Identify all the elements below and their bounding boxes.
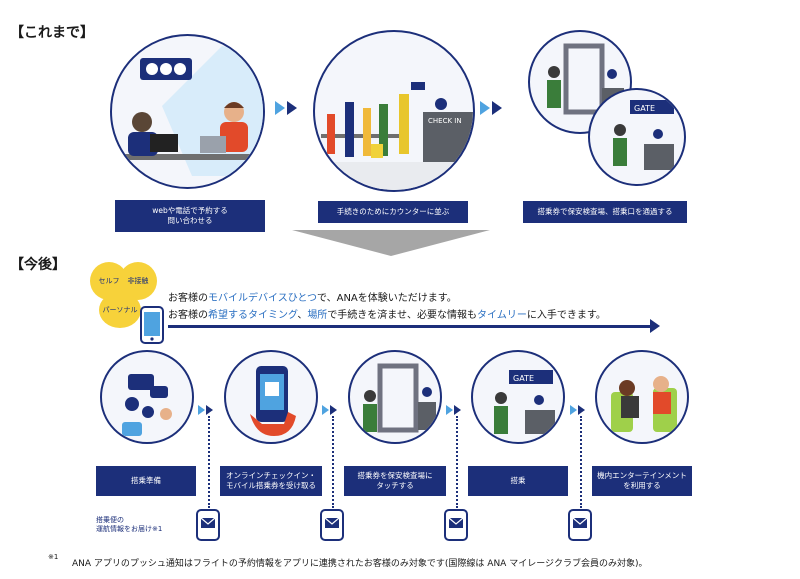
after-step-5-scene <box>595 350 689 444</box>
push-notification-phone <box>193 508 223 546</box>
message-arrow-line <box>168 325 653 328</box>
push-notification-phone <box>441 508 471 546</box>
after-step-2-scene <box>224 350 318 444</box>
security-touch-icon <box>363 363 436 433</box>
before-section-title: 【これまで】 <box>10 25 94 41</box>
after-step-1-scene <box>100 350 194 444</box>
message-text: で手続きを済ませ、必要な情報も <box>327 310 478 321</box>
flow-arrow <box>322 405 329 415</box>
message-text: 、 <box>297 310 308 321</box>
call-center-icon <box>122 46 263 176</box>
message-highlight: タイムリー <box>477 310 527 321</box>
after-step-4-scene: GATE <box>471 350 565 444</box>
gate-icon: GATE <box>613 100 674 170</box>
svg-text:GATE: GATE <box>634 104 655 113</box>
flow-arrow <box>287 101 297 115</box>
message-line-1: お客様のモバイルデバイスひとつで、ANAを体験いただけます。 <box>168 289 457 304</box>
message-highlight: モバイルデバイスひとつ <box>208 293 317 304</box>
flow-arrow <box>454 405 461 415</box>
mobile-prep-icon <box>122 374 172 436</box>
after-step-5-label: 機内エンターテインメント を利用する <box>592 466 692 496</box>
mail-phone-icon <box>320 509 344 541</box>
after-step-3-scene <box>348 350 442 444</box>
footnote-mark: ※1 <box>48 553 59 561</box>
mail-phone-icon <box>444 509 468 541</box>
message-arrow-head <box>650 319 660 333</box>
message-highlight: 希望するタイミング <box>208 310 298 321</box>
message-text: で、ANAを体験いただけます。 <box>317 293 457 304</box>
mobile-checkin-icon <box>250 366 296 436</box>
transition-arrow-down <box>292 230 490 256</box>
mail-phone-icon <box>196 509 220 541</box>
flow-arrow <box>446 405 453 415</box>
mail-phone-icon <box>568 509 592 541</box>
boarding-gate-icon: GATE <box>494 370 555 434</box>
message-text: お客様の <box>168 293 208 304</box>
check-in-counter-icon: CHECK IN <box>315 82 473 190</box>
notification-connector <box>580 416 582 508</box>
flow-arrow <box>570 405 577 415</box>
flow-arrow <box>275 101 285 115</box>
footnote-text: ANA アプリのプッシュ通知はフライトの予約情報をアプリに連携されたお客様のみ対… <box>72 559 648 569</box>
notification-connector <box>456 416 458 508</box>
after-step-3-label: 搭乗券を保安検査場に タッチする <box>344 466 446 496</box>
flow-arrow <box>206 405 213 415</box>
check-in-counter-scene: CHECK IN <box>313 30 475 192</box>
notification-connector <box>208 416 210 508</box>
before-step-3-label: 搭乗券で保安検査場、搭乗口を通過する <box>523 201 687 223</box>
after-step-2-label: オンラインチェックイン・ モバイル搭乗券を受け取る <box>220 466 322 496</box>
flow-arrow <box>198 405 205 415</box>
call-center-scene <box>110 34 265 189</box>
flow-arrow <box>480 101 490 115</box>
flow-arrow <box>492 101 502 115</box>
message-highlight: 場所 <box>307 310 328 321</box>
tag-personal: パーソナル <box>99 292 141 328</box>
mobile-device-icon <box>138 305 168 351</box>
boarding-gate-scene: GATE <box>588 88 686 186</box>
push-notification-phone <box>565 508 595 546</box>
after-section-title: 【今後】 <box>10 257 66 273</box>
after-step-4-label: 搭乗 <box>468 466 568 496</box>
before-step-2-label: 手続きのためにカウンターに並ぶ <box>318 201 468 223</box>
message-text: お客様の <box>168 310 208 321</box>
notification-note: 搭乗便の 運航情報をお届け※1 <box>96 516 163 534</box>
svg-text:GATE: GATE <box>513 374 534 383</box>
message-line-2: お客様の希望するタイミング、場所で手続きを済ませ、必要な情報もタイムリーに入手で… <box>168 306 606 321</box>
message-text: に入手できます。 <box>526 310 606 321</box>
flow-arrow <box>578 405 585 415</box>
before-step-1-label: webや電話で予約する 問い合わせる <box>115 200 265 232</box>
inflight-entertainment-icon <box>611 376 677 432</box>
notification-connector <box>332 416 334 508</box>
flow-arrow <box>330 405 337 415</box>
push-notification-phone <box>317 508 347 546</box>
after-step-1-label: 搭乗準備 <box>96 466 196 496</box>
svg-text:CHECK IN: CHECK IN <box>428 117 462 125</box>
